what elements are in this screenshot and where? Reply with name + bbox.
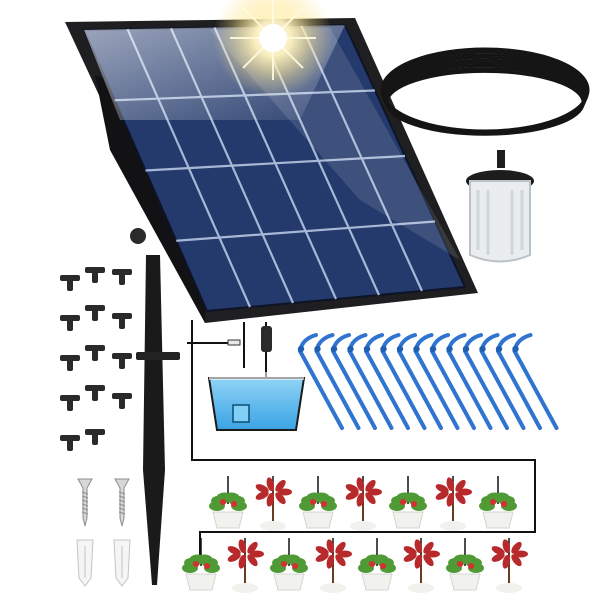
- tee-connector-icon: [85, 267, 105, 283]
- sun-glare-icon: [213, 0, 333, 98]
- coiled-tube-icon: [380, 47, 590, 136]
- dripper-icon: [363, 333, 410, 430]
- hardware-group: [76, 478, 131, 587]
- tee-connector-icon: [60, 355, 80, 371]
- tee-connector-icon: [60, 435, 80, 451]
- plant-pot-icon: [403, 538, 440, 593]
- plant-pot-icon: [182, 538, 220, 591]
- dripper-icon: [446, 333, 493, 430]
- plant-pot-icon: [209, 476, 247, 529]
- filter-icon: [466, 150, 534, 263]
- tee-connector-group: [60, 267, 132, 451]
- dripper-icon: [413, 333, 460, 430]
- tee-connector-icon: [112, 393, 132, 409]
- plant-pot-icon: [491, 538, 528, 593]
- dripper-icon: [462, 333, 509, 430]
- tee-connector-icon: [85, 385, 105, 401]
- tee-connector-icon: [85, 345, 105, 361]
- dripper-icon: [347, 333, 394, 430]
- dripper-icon: [330, 333, 377, 430]
- screw-icon: [114, 478, 130, 527]
- tee-connector-icon: [85, 429, 105, 445]
- dripper-icon: [495, 333, 542, 430]
- plant-pot-icon: [299, 476, 337, 529]
- tee-connector-icon: [85, 305, 105, 321]
- solar-panel-icon: [65, 18, 478, 323]
- plant-pot-icon: [345, 476, 382, 531]
- tube-coil-ring: [385, 69, 585, 136]
- dripper-icon: [396, 333, 443, 430]
- tee-connector-icon: [112, 313, 132, 329]
- dripper-icon: [314, 333, 361, 430]
- dripper-icon: [479, 333, 526, 430]
- tee-connector-icon: [112, 353, 132, 369]
- dripper-group: [297, 333, 559, 430]
- dripper-icon: [429, 333, 476, 430]
- tee-connector-icon: [112, 269, 132, 285]
- pump-icon: [227, 326, 272, 423]
- plant-pot-icon: [389, 476, 427, 529]
- water-container-icon: [207, 372, 306, 431]
- dripper-icon: [512, 333, 559, 430]
- tee-connector-icon: [60, 315, 80, 331]
- plant-pot-icon: [270, 538, 308, 591]
- plant-pot-group: [182, 476, 528, 593]
- plant-pot-icon: [227, 538, 264, 593]
- plant-pot-icon: [315, 538, 352, 593]
- dripper-icon: [297, 333, 344, 430]
- plant-pot-icon: [358, 538, 396, 591]
- dripper-icon: [380, 333, 427, 430]
- cell-line: [145, 154, 406, 172]
- cell-line: [176, 220, 436, 242]
- plant-pot-icon: [446, 538, 484, 591]
- plant-pot-icon: [435, 476, 472, 531]
- screw-icon: [77, 478, 93, 527]
- wall-anchor-icon: [113, 539, 131, 587]
- wall-anchor-icon: [76, 539, 94, 587]
- tee-connector-icon: [60, 395, 80, 411]
- plant-pot-icon: [479, 476, 517, 529]
- tee-connector-icon: [60, 275, 80, 291]
- stake-icon: [130, 228, 180, 585]
- plant-pot-icon: [255, 476, 292, 531]
